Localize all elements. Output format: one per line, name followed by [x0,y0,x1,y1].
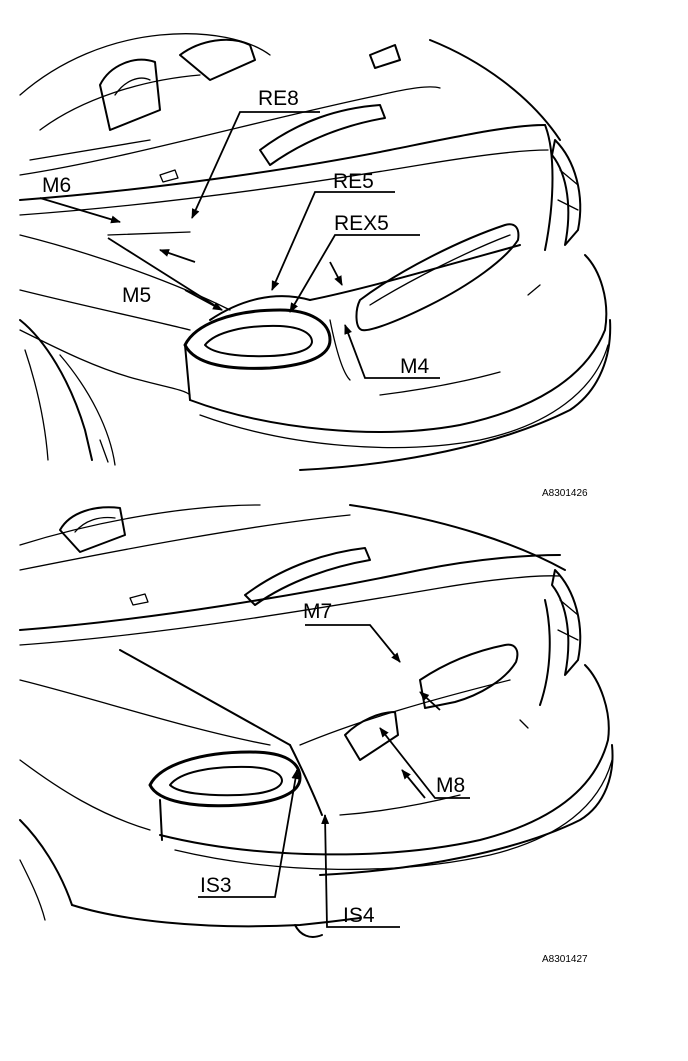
label-m6: M6 [42,174,71,197]
label-m8: M8 [436,774,465,797]
label-m7: M7 [303,600,332,623]
top-callouts [39,111,440,381]
m6-dimension-line [107,231,191,236]
m4-leader [344,324,440,379]
label-is4: IS4 [343,904,375,927]
m5-arrow [184,289,223,311]
m6-arrow-b [159,249,196,263]
m8-leader [379,727,470,799]
label-is3: IS3 [200,874,232,897]
m7-arrow-b [419,691,441,711]
m8-arrow-b [401,769,426,799]
label-re8: RE8 [258,87,299,110]
re5-leader [271,191,395,291]
is3-leader [198,769,300,898]
reference-code-bottom: A8301427 [542,954,588,965]
bottom-callouts [198,624,470,928]
re8-leader [191,111,320,219]
top-car-rear-illustration [19,33,612,471]
m7-leader [305,624,401,663]
rex5-leader [289,234,420,313]
label-rex5: REX5 [334,212,389,235]
m4-guide-line [329,319,351,381]
is4-leader [321,814,400,928]
m4-arrow-top [329,261,343,286]
bottom-car-rear-illustration [19,504,614,938]
reference-code-top: A8301426 [542,488,588,499]
m6-arrow-a [39,197,121,224]
label-m4: M4 [400,355,429,378]
label-re5: RE5 [333,170,374,193]
m5-dimension-line [107,237,223,311]
label-m5: M5 [122,284,151,307]
